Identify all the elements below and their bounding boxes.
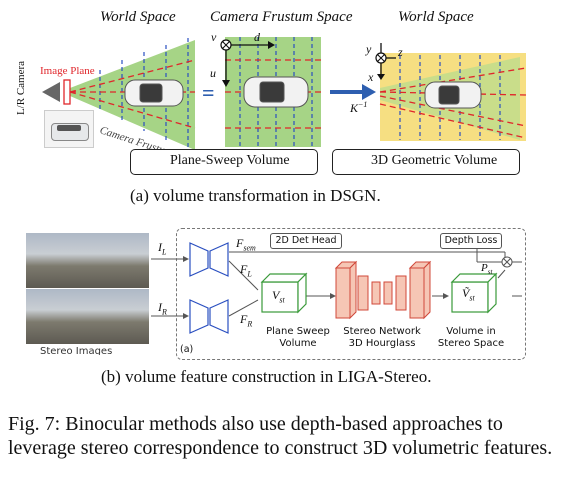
stereo-network-label: Stereo Network 3D Hourglass xyxy=(343,326,421,349)
axis-y-label: y xyxy=(366,42,372,56)
hourglass-blocks xyxy=(334,260,432,320)
encoder-right xyxy=(189,299,209,334)
label-i-right: IR xyxy=(158,300,167,317)
caption-a: (a) volume transformation in DSGN. xyxy=(130,186,381,205)
plane-sweep-volume-label: Plane Sweep Volume xyxy=(266,326,330,349)
label-f-r: FR xyxy=(240,312,253,329)
label-f-l: FL xyxy=(240,262,252,279)
right-stereo-image xyxy=(26,289,149,344)
image-plane-label: Image Plane xyxy=(40,65,95,77)
car-photo xyxy=(44,110,94,148)
plane-sweep-cube xyxy=(260,272,308,314)
inner-tag: (a) xyxy=(180,344,194,355)
k-inverse-label: K−1 xyxy=(350,100,368,115)
label-v-st: Vst xyxy=(272,288,285,305)
label-i-left: IL xyxy=(158,240,167,257)
legend-geometric xyxy=(332,149,520,175)
volume-stereo-space-label: Volume in Stereo Space xyxy=(437,326,505,349)
legend-plane-sweep-label: Plane-Sweep Volume xyxy=(170,153,290,168)
label-p-st: Pst xyxy=(481,262,493,277)
label-v-st-tilde: Ṽst xyxy=(462,286,475,303)
axis-u-label: u xyxy=(210,66,216,80)
camera-icon xyxy=(42,82,60,102)
equals-sign: = xyxy=(202,80,215,105)
k-inverse-arrow-icon xyxy=(362,84,376,100)
header-world-space-left: World Space xyxy=(100,9,176,25)
header-camera-frustum-space: Camera Frustum Space xyxy=(210,9,353,25)
left-stereo-image xyxy=(26,233,149,288)
encoder-right-right xyxy=(209,299,229,334)
image-plane-icon xyxy=(63,79,71,105)
camera-label: L/R Camera xyxy=(15,60,27,116)
encoder-left-right xyxy=(209,242,229,277)
panel-b-diagram xyxy=(151,242,522,334)
figure-caption: Fig. 7: Binocular methods also use depth… xyxy=(8,413,553,459)
depth-loss-box: Depth Loss xyxy=(440,233,502,249)
legend-geometric-label: 3D Geometric Volume xyxy=(371,153,498,168)
stereo-space-cube xyxy=(450,272,498,314)
car-right xyxy=(424,81,482,109)
header-world-space-right: World Space xyxy=(398,9,474,25)
stereo-images-label: Stereo Images xyxy=(40,346,113,355)
legend-plane-sweep xyxy=(130,149,318,175)
car-middle xyxy=(243,76,309,108)
axis-x-label: x xyxy=(368,70,374,84)
car-left xyxy=(124,79,184,107)
axis-v-label: v xyxy=(211,30,217,44)
det-head-box: 2D Det Head xyxy=(270,233,342,249)
pipeline-box xyxy=(176,228,526,360)
encoder-left xyxy=(189,242,209,277)
axis-d-label: d xyxy=(254,30,260,44)
axis-z-label: z xyxy=(398,45,403,59)
label-f-sem: Fsem xyxy=(236,236,256,253)
caption-b: (b) volume feature construction in LIGA-… xyxy=(101,367,432,386)
